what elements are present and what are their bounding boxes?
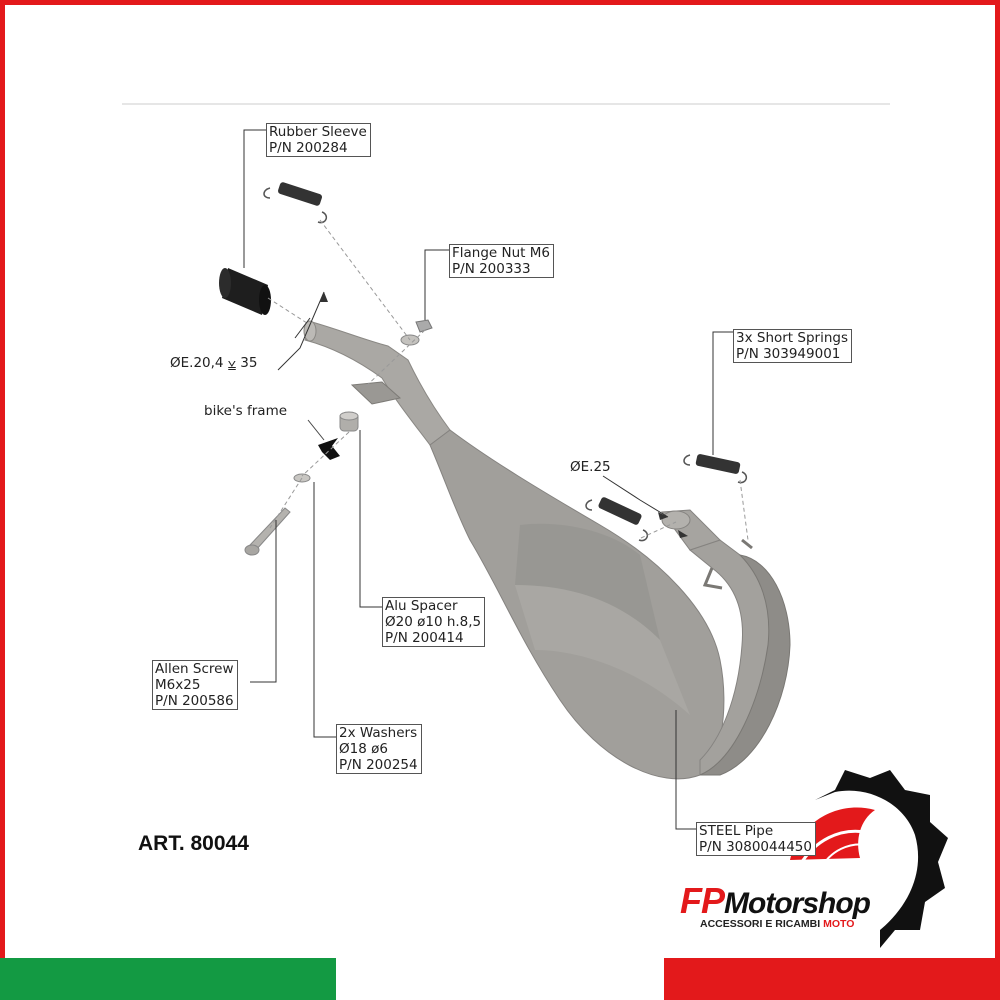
part-label-steel-pipe: STEEL Pipe P/N 3080044450	[696, 822, 816, 856]
part-name: 3x Short Springs	[736, 330, 848, 346]
frame-arrow	[307, 419, 340, 460]
logo-fp: FP	[680, 880, 725, 921]
spring-top	[263, 182, 328, 224]
logo-tagline: ACCESSORI E RICAMBI MOTO	[700, 918, 854, 930]
dimension-arrowheads	[320, 292, 688, 538]
bikes-frame-label: bike's frame	[204, 403, 288, 419]
part-name: Flange Nut M6	[452, 245, 550, 261]
part-label-allen-screw: Allen Screw M6x25 P/N 200586	[152, 660, 238, 710]
rubber-sleeve-drawing	[219, 268, 271, 315]
part-number: P/N 303949001	[736, 346, 841, 362]
logo-motorshop: Motorshop	[724, 887, 871, 920]
part-spec: Ø20 ø10 h.8,5	[385, 614, 482, 630]
part-number: P/N 200254	[339, 757, 418, 773]
flange-nut-drawing	[400, 319, 433, 346]
part-label-short-springs: 3x Short Springs P/N 303949001	[733, 329, 852, 363]
article-number: ART. 80044	[138, 832, 249, 855]
inlet-diameter-label: ØE.20,4 ⩣ 35	[170, 355, 258, 371]
leader-lines	[243, 129, 733, 830]
part-name: STEEL Pipe	[699, 823, 774, 839]
part-name: 2x Washers	[339, 725, 418, 741]
part-spec: Ø18 ø6	[339, 741, 388, 757]
part-number: P/N 200586	[155, 693, 234, 709]
alu-spacer-drawing	[339, 411, 359, 432]
assembly-dashed-lines	[267, 219, 749, 541]
part-label-flange-nut: Flange Nut M6 P/N 200333	[449, 244, 554, 278]
logo-tagline-accent: MOTO	[823, 918, 855, 930]
part-number: P/N 200284	[269, 140, 348, 156]
part-number: P/N 200333	[452, 261, 531, 277]
part-name: Rubber Sleeve	[269, 124, 367, 140]
part-label-rubber-sleeve: Rubber Sleeve P/N 200284	[266, 123, 371, 157]
part-number: P/N 3080044450	[699, 839, 812, 855]
allen-screw-drawing	[244, 507, 291, 556]
part-label-washers: 2x Washers Ø18 ø6 P/N 200254	[336, 724, 422, 774]
spring-middle	[585, 497, 649, 542]
part-number: P/N 200414	[385, 630, 464, 646]
outlet-diameter-label: ØE.25	[570, 459, 611, 475]
logo-tagline-text: ACCESSORI E RICAMBI	[700, 918, 821, 930]
part-name: Alu Spacer	[385, 598, 458, 614]
part-label-alu-spacer: Alu Spacer Ø20 ø10 h.8,5 P/N 200414	[382, 597, 486, 647]
part-spec: M6x25	[155, 677, 201, 693]
spring-right	[683, 454, 748, 484]
logo-wordmark: FPMotorshop	[680, 880, 871, 922]
steel-pipe-drawing	[303, 320, 791, 780]
part-name: Allen Screw	[155, 661, 234, 677]
italian-flag-stripe	[0, 958, 1000, 1000]
